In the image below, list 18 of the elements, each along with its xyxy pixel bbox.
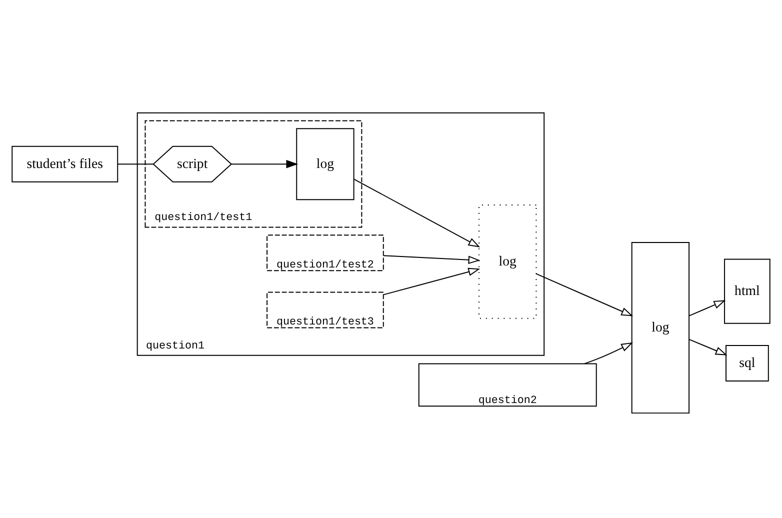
arrow <box>383 255 480 264</box>
node-box: html <box>724 258 770 324</box>
arrow <box>584 342 634 364</box>
arrow <box>536 273 634 316</box>
node-box: student’s files <box>12 146 118 182</box>
arrow <box>354 178 480 248</box>
node-box: log <box>478 204 537 319</box>
node-box: question1/test2 <box>266 234 384 272</box>
arrow <box>383 268 480 296</box>
arrow <box>688 338 728 356</box>
arrow <box>688 300 726 316</box>
connector <box>117 164 154 165</box>
node-box: log <box>631 242 690 414</box>
node-box: log <box>296 128 354 200</box>
node-box: question1/test3 <box>266 292 384 328</box>
node-box: sql <box>726 345 769 382</box>
node-box: question2 <box>418 363 597 407</box>
arrow <box>231 160 298 168</box>
